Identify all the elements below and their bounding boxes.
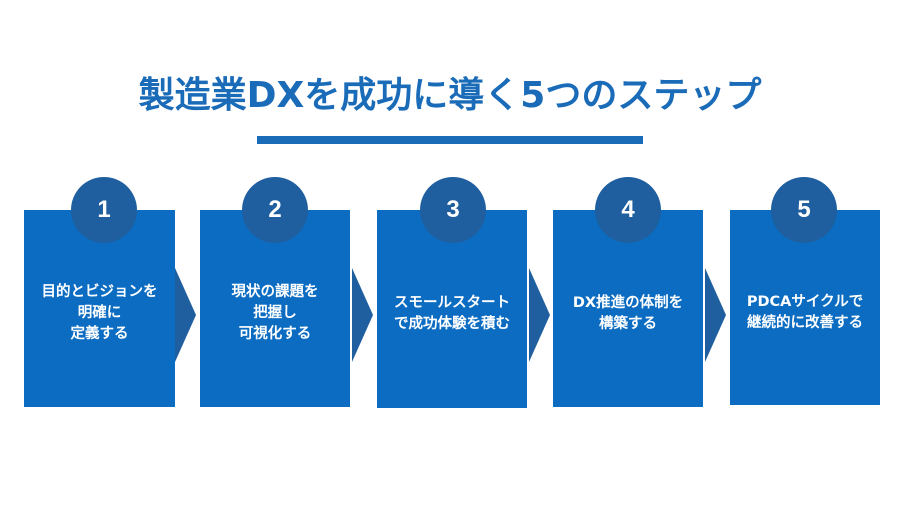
chevron-right-icon [352,268,373,362]
step-number-badge-1: 1 [71,177,137,243]
step-text-1: 目的とビジョンを 明確に 定義する [41,284,158,342]
chevron-right-icon [705,268,726,362]
page-title: 製造業DXを成功に導く5つのステップ [138,75,762,116]
chevron-right-icon [175,268,196,362]
step-text-2: 現状の課題を 把握し 可視化する [231,284,319,342]
chevron-right-icon [529,268,550,362]
step-box-1: 目的とビジョンを 明確に 定義する [24,210,175,407]
step-box-3: スモールスタート で成功体験を積む [377,210,527,408]
step-number-badge-3: 3 [420,177,486,243]
step-number-badge-2: 2 [242,177,308,243]
title-underline [257,136,643,144]
step-text-5: PDCAサイクルで 継続的に改善する [746,293,864,331]
step-number-badge-5: 5 [771,177,837,243]
step-text-3: スモールスタート で成功体験を積む [394,295,510,332]
step-number-badge-4: 4 [595,177,661,243]
step-text-4: DX推進の体制を 構築する [572,294,684,332]
